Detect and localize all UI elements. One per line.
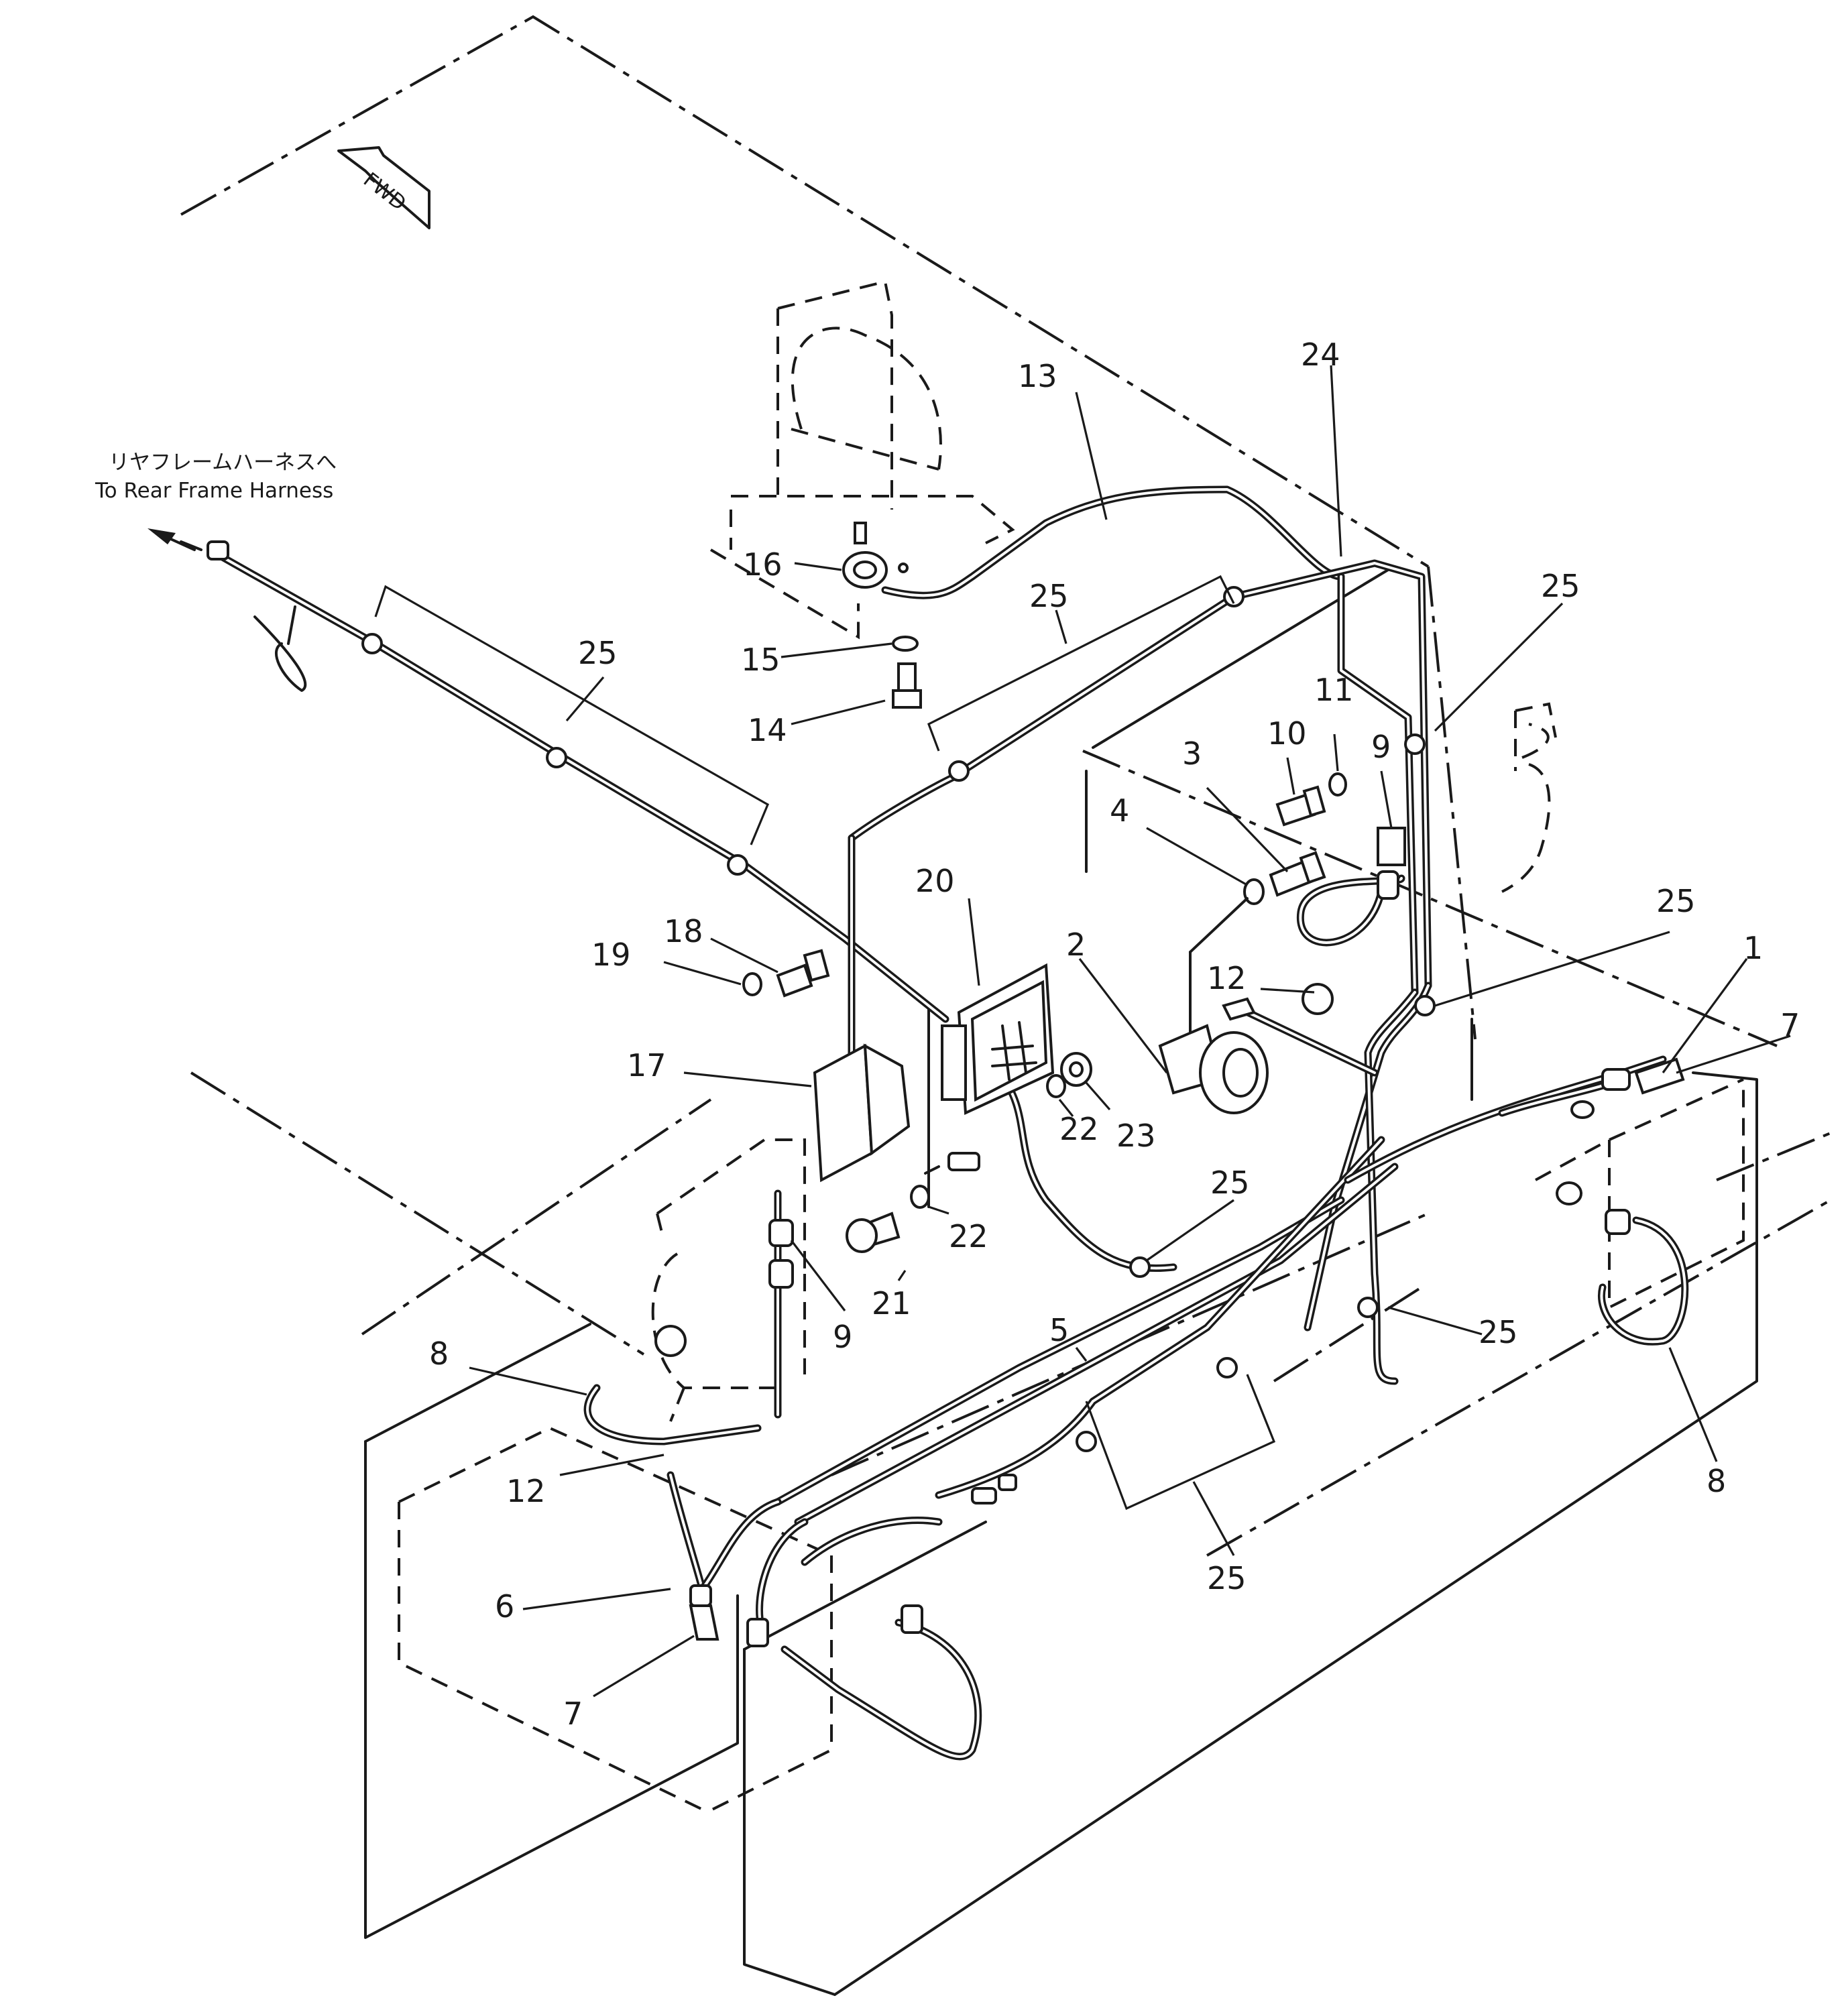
right-side-housing [1501, 702, 1557, 893]
clamp [948, 760, 970, 782]
clamp-group-brackets [374, 575, 1276, 1511]
grommet [1302, 983, 1334, 1015]
right-battery-box [743, 1071, 1758, 1996]
terminal-connectors [746, 1100, 1631, 1647]
callout-23: 23 [1116, 1118, 1156, 1154]
callout-25-e: 25 [1210, 1165, 1250, 1201]
washer-4 [1243, 878, 1265, 905]
callout-9-left: 9 [833, 1319, 852, 1355]
clamp [1076, 1431, 1097, 1452]
bolt-14 [892, 662, 922, 709]
work-lamp-icon [941, 963, 1055, 1116]
callout-2: 2 [1066, 927, 1086, 963]
callout-12-right: 12 [1207, 960, 1247, 996]
note-en: To Rear Frame Harness [95, 479, 333, 503]
connector-9-right [1377, 827, 1406, 900]
nut-23 [1060, 1052, 1092, 1087]
clamp [1216, 1357, 1238, 1378]
bracket-17 [813, 1043, 911, 1183]
washer-22-lower [910, 1185, 930, 1209]
callout-leaders [469, 365, 1791, 1698]
fwd-arrow-icon: FWD [337, 146, 430, 229]
callout-21: 21 [872, 1285, 911, 1321]
battery-terminal-7-right [1601, 1057, 1685, 1095]
callout-5: 5 [1049, 1312, 1069, 1348]
washer-22-upper [1046, 1074, 1066, 1098]
callout-12-left: 12 [506, 1473, 546, 1509]
bolt-21 [846, 1212, 901, 1253]
beacon-socket [842, 522, 909, 589]
clamp [1404, 733, 1426, 755]
left-stack-housing [651, 1138, 806, 1422]
frame-outlines [180, 15, 1831, 1557]
callout-25-g: 25 [1207, 1560, 1247, 1596]
rear-harness-note: リヤフレームハーネスへ To Rear Frame Harness [95, 451, 337, 503]
battery-terminal-7-left [689, 1584, 719, 1641]
callout-25-d: 25 [1656, 883, 1696, 919]
callout-14: 14 [748, 712, 787, 748]
callout-1: 1 [1743, 930, 1763, 966]
horn-icon [1158, 897, 1269, 1114]
callout-numbers: 1 2 3 4 5 6 7 7 8 8 9 9 10 11 12 12 13 1… [429, 337, 1800, 1732]
clamp [1414, 995, 1436, 1016]
callout-18: 18 [664, 913, 703, 949]
clamp [1357, 1297, 1379, 1318]
grommet [654, 1325, 687, 1357]
washer-19 [742, 972, 762, 996]
bolt-3 [1269, 851, 1326, 897]
washer-11 [1328, 772, 1347, 796]
callout-10: 10 [1267, 715, 1307, 752]
harness-wires [217, 485, 1689, 1761]
clamp [727, 854, 748, 876]
left-battery-box [364, 1323, 833, 1939]
callout-24: 24 [1301, 337, 1340, 373]
callout-9-right: 9 [1371, 729, 1391, 765]
callout-8-left: 8 [429, 1336, 449, 1372]
harness-clamps [361, 586, 1436, 1452]
note-jp: リヤフレームハーネスへ [109, 451, 337, 475]
callout-13: 13 [1018, 358, 1057, 394]
callout-25-b: 25 [1029, 578, 1069, 614]
callout-3: 3 [1182, 735, 1202, 772]
callout-11: 11 [1314, 672, 1354, 708]
fwd-label: FWD [359, 168, 410, 216]
small-connector [924, 1152, 980, 1175]
rear-harness-connector [180, 540, 229, 560]
callout-25-a: 25 [578, 635, 618, 671]
bolt-18 [776, 949, 830, 998]
connector-9-left [768, 1219, 794, 1289]
callout-16: 16 [743, 546, 783, 583]
callout-6: 6 [495, 1588, 514, 1625]
callout-4: 4 [1110, 792, 1129, 829]
beacon-lamp-icon [709, 280, 1015, 640]
bolt-10 [1275, 785, 1326, 827]
callout-7-left: 7 [563, 1696, 583, 1732]
callout-8-right: 8 [1707, 1463, 1726, 1499]
callout-7-right: 7 [1780, 1007, 1800, 1043]
callout-22-lower: 22 [949, 1218, 988, 1254]
callout-25-c: 25 [1541, 568, 1580, 604]
rear-harness-arrow-icon [148, 528, 196, 551]
clamp [546, 747, 567, 768]
callout-17: 17 [627, 1047, 667, 1083]
callout-20: 20 [915, 863, 955, 899]
callout-15: 15 [741, 642, 781, 678]
clamp [1129, 1256, 1151, 1278]
callout-25-f: 25 [1479, 1314, 1518, 1350]
callout-19: 19 [591, 937, 631, 973]
clamp [361, 633, 383, 654]
washer-15 [892, 636, 919, 652]
callout-22-upper: 22 [1059, 1111, 1099, 1147]
